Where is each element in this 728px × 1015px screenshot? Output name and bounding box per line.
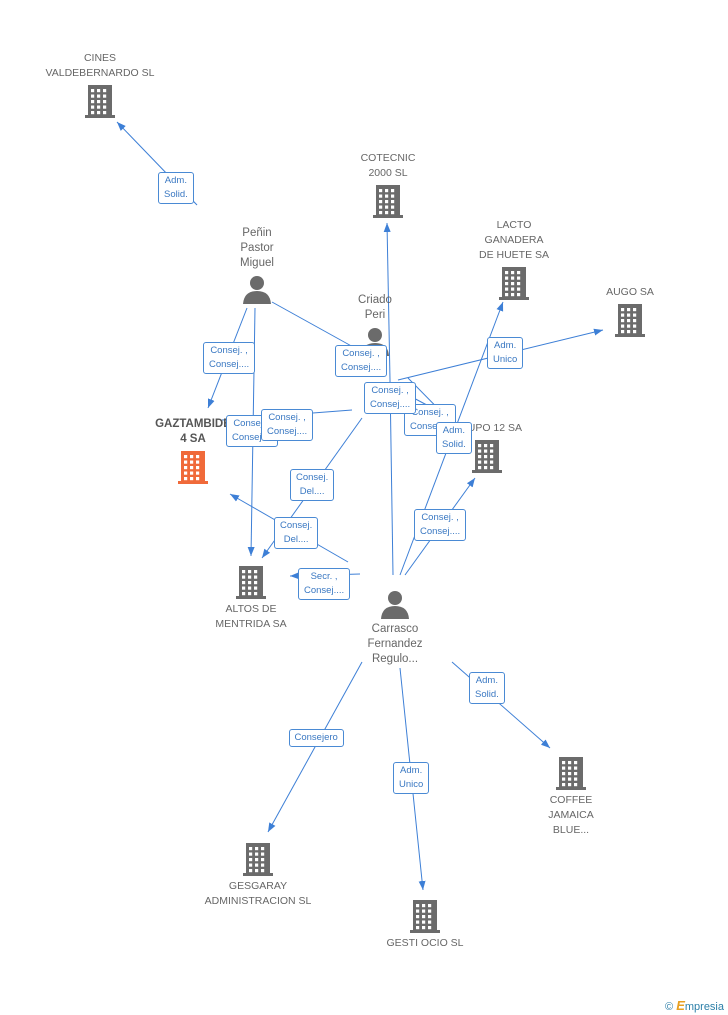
edge-label[interactable]: Adm. Unico bbox=[487, 337, 524, 369]
node-gaztambide[interactable]: GAZTAMBIDE 4 SA bbox=[108, 417, 278, 484]
node-label: GESGARAY ADMINISTRACION SL bbox=[204, 880, 312, 907]
node-label: ALTOS DE MENTRIDA SA bbox=[215, 603, 287, 630]
edge-line-7 bbox=[383, 222, 391, 381]
building-icon bbox=[556, 757, 586, 790]
edge-line-3 bbox=[271, 301, 356, 349]
building-icon bbox=[615, 304, 645, 337]
node-carrasco[interactable]: Carrasco Fernandez Regulo... bbox=[310, 589, 480, 667]
edge-label[interactable]: Consej. , Consej.... bbox=[261, 409, 314, 441]
brand-initial: E bbox=[676, 998, 685, 1013]
edge-label[interactable]: Consej. , Consej.... bbox=[203, 342, 256, 374]
edge-label[interactable]: Consej. , Consej.... bbox=[335, 345, 388, 377]
node-coffee[interactable]: COFFEE JAMAICA BLUE... bbox=[486, 756, 656, 838]
node-gesgaray[interactable]: GESGARAY ADMINISTRACION SL bbox=[173, 842, 343, 909]
edge-label[interactable]: Consejero bbox=[288, 729, 344, 747]
node-label: COTECNIC 2000 SL bbox=[360, 152, 416, 179]
node-label: AUGO SA bbox=[606, 286, 654, 298]
building-icon bbox=[236, 566, 266, 599]
brand-logo: © Empresia bbox=[665, 998, 724, 1013]
person-icon bbox=[243, 276, 271, 304]
node-penin[interactable]: Peñin Pastor Miguel bbox=[172, 226, 342, 304]
copyright-symbol: © bbox=[665, 1001, 674, 1013]
node-augo[interactable]: AUGO SA bbox=[545, 285, 715, 337]
node-label: LACTO GANADERA DE HUETE SA bbox=[478, 219, 549, 261]
edge-label[interactable]: Adm. Solid. bbox=[469, 672, 505, 704]
node-cines[interactable]: CINES VALDEBERNARDO SL bbox=[15, 51, 185, 118]
node-label: Carrasco Fernandez Regulo... bbox=[367, 623, 423, 665]
edge-label[interactable]: Adm. Solid. bbox=[436, 422, 472, 454]
edge-label[interactable]: Adm. Unico bbox=[393, 762, 430, 794]
building-icon bbox=[85, 85, 115, 118]
brand-name: mpresia bbox=[684, 1001, 724, 1013]
edge-line-14 bbox=[267, 661, 363, 833]
node-label: GESTI OCIO SL bbox=[386, 937, 464, 949]
edge-label[interactable]: Adm. Solid. bbox=[158, 172, 194, 204]
node-label: CINES VALDEBERNARDO SL bbox=[45, 52, 155, 79]
node-label: Criado Peri bbox=[358, 294, 392, 321]
building-icon bbox=[410, 900, 440, 933]
node-altos[interactable]: ALTOS DE MENTRIDA SA bbox=[166, 565, 336, 632]
node-lacto[interactable]: LACTO GANADERA DE HUETE SA bbox=[429, 218, 599, 300]
edge-label[interactable]: Consej. , Consej.... bbox=[414, 509, 467, 541]
edge-line-13 bbox=[451, 661, 551, 749]
node-gestiocio[interactable]: GESTI OCIO SL bbox=[340, 899, 510, 951]
node-cotecnic[interactable]: COTECNIC 2000 SL bbox=[303, 151, 473, 218]
building-icon bbox=[472, 440, 502, 473]
building-icon bbox=[499, 267, 529, 300]
node-label: COFFEE JAMAICA BLUE... bbox=[548, 794, 594, 836]
node-label: Peñin Pastor Miguel bbox=[240, 227, 274, 269]
edge-label[interactable]: Consej. Del.... bbox=[274, 517, 319, 549]
edge-label[interactable]: Secr. , Consej.... bbox=[298, 568, 351, 600]
person-icon bbox=[381, 591, 409, 619]
edge-label[interactable]: Consej. , Consej.... bbox=[364, 382, 417, 414]
building-icon bbox=[373, 185, 403, 218]
building-icon bbox=[243, 843, 273, 876]
highlighted-building-icon bbox=[178, 451, 208, 484]
edge-label[interactable]: Consej. Del.... bbox=[290, 469, 335, 501]
node-label: GAZTAMBIDE 4 SA bbox=[155, 418, 231, 445]
node-grupo12[interactable]: GRUPO 12 SA bbox=[402, 421, 572, 473]
